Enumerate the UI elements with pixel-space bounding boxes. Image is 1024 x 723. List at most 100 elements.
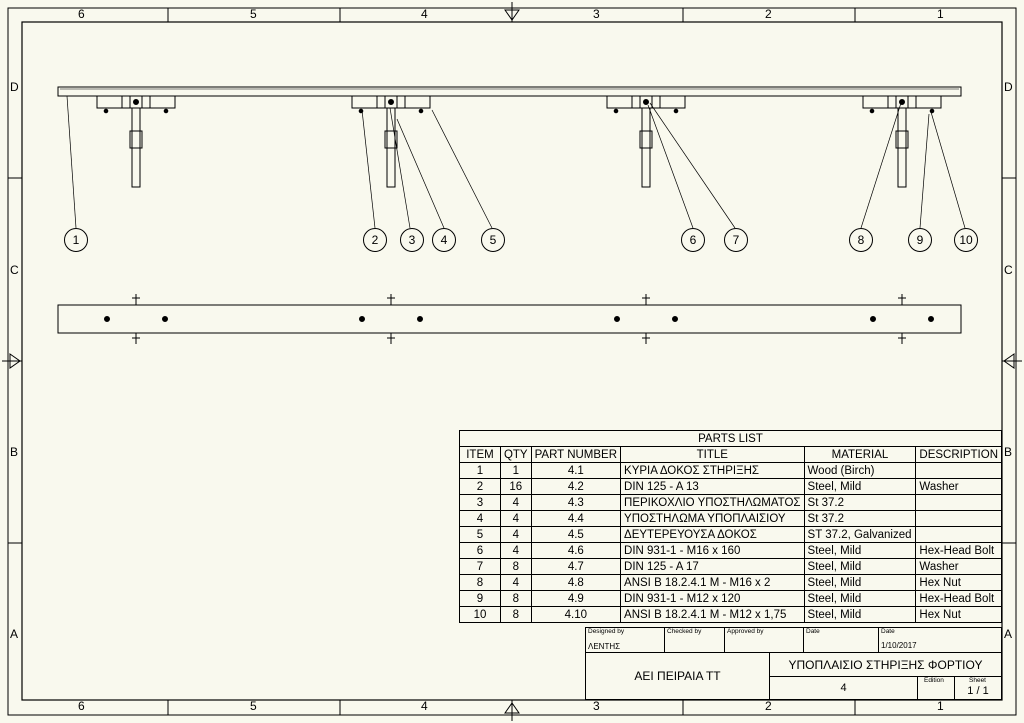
header-item: ITEM	[459, 446, 501, 463]
balloon-7: 7	[724, 228, 748, 252]
washer	[163, 108, 169, 114]
bolt-hole	[614, 316, 620, 322]
zone-col-1-bottom: 1	[937, 699, 944, 713]
cell-description: Hex Nut	[915, 606, 1002, 623]
cell-part-number: 4.9	[530, 590, 622, 607]
cell-item: 9	[459, 590, 501, 607]
leader-lines	[66, 95, 966, 229]
post-sleeve	[895, 130, 909, 149]
cell-qty: 16	[499, 478, 532, 495]
top-support-4	[870, 294, 934, 344]
tb-edition: Edition	[917, 676, 955, 700]
cell-material: St 37.2	[803, 494, 917, 511]
cell-part-number: 4.6	[530, 542, 622, 559]
washer	[929, 108, 935, 114]
zone-col-3-top: 3	[593, 7, 600, 21]
cell-qty: 1	[499, 462, 532, 479]
washer	[418, 108, 424, 114]
support-1	[96, 95, 176, 188]
cell-material: Steel, Mild	[803, 574, 917, 591]
cell-material: Steel, Mild	[803, 558, 917, 575]
tb-approved-by: Approved by	[724, 627, 804, 653]
cell-description	[915, 462, 1002, 479]
bolt-hole	[104, 316, 110, 322]
top-support-1	[104, 294, 168, 344]
front-view	[57, 86, 962, 97]
edition-label: Edition	[924, 677, 944, 684]
cell-material: St 37.2	[803, 510, 917, 527]
zone-ticks	[8, 8, 1016, 715]
washer	[869, 108, 875, 114]
cell-item: 8	[459, 574, 501, 591]
bolt-hole	[870, 316, 876, 322]
parts-list-title: PARTS LIST	[459, 430, 1002, 447]
tb-designed-by: Designed by ΛΕΝΤΗΣ ΘΕΟΦΙΛΟΣ	[585, 627, 665, 660]
cell-qty: 8	[499, 558, 532, 575]
cell-item: 4	[459, 510, 501, 527]
header-description: DESCRIPTION	[915, 446, 1002, 463]
cell-item: 7	[459, 558, 501, 575]
balloon-10: 10	[954, 228, 978, 252]
cell-material: Steel, Mild	[803, 478, 917, 495]
cell-item: 3	[459, 494, 501, 511]
cell-material: Steel, Mild	[803, 542, 917, 559]
date2-label: Date	[881, 628, 895, 635]
support-2	[351, 95, 431, 188]
top-view	[57, 304, 962, 334]
approved-by-label: Approved by	[727, 628, 764, 635]
balloon-2: 2	[363, 228, 387, 252]
balloon-8: 8	[849, 228, 873, 252]
cell-part-number: 4.8	[530, 574, 622, 591]
zone-col-5-top: 5	[250, 7, 257, 21]
main-beam	[57, 86, 962, 97]
company-name: ΑΕΙ ΠΕΙΡΑΙΑ ΤΤ	[634, 669, 721, 683]
washer	[613, 108, 619, 114]
tb-checked-by: Checked by	[664, 627, 725, 653]
zone-col-5-bottom: 5	[250, 699, 257, 713]
cell-title: DIN 125 - A 13	[620, 478, 805, 495]
cell-description	[915, 510, 1002, 527]
sheet-label: Sheet	[969, 677, 986, 684]
tb-drawing-title: ΥΠΟΠΛΑΙΣΙΟ ΣΤΗΡΙΞΗΣ ΦΟΡΤΙΟΥ	[769, 652, 1002, 677]
balloon-6: 6	[681, 228, 705, 252]
cell-title: ANSI B 18.2.4.1 M - M16 x 2	[620, 574, 805, 591]
cell-title: ANSI B 18.2.4.1 M - M12 x 1,75	[620, 606, 805, 623]
support-posts	[96, 95, 942, 188]
parts-list-table: PARTS LIST ITEM QTY PART NUMBER TITLE MA…	[459, 430, 1002, 623]
cell-title: ΚΥΡΙΑ ΔΟΚΟΣ ΣΤΗΡΙΞΗΣ	[620, 462, 805, 479]
cell-material: ST 37.2, Galvanized	[803, 526, 917, 543]
cell-material: Steel, Mild	[803, 590, 917, 607]
zone-col-3-bottom: 3	[593, 699, 600, 713]
zone-row-b-right: B	[1004, 445, 1013, 459]
cell-qty: 8	[499, 606, 532, 623]
cell-part-number: 4.5	[530, 526, 622, 543]
cell-qty: 4	[499, 574, 532, 591]
drawing-title: ΥΠΟΠΛΑΙΣΙΟ ΣΤΗΡΙΞΗΣ ΦΟΡΤΙΟΥ	[788, 658, 983, 672]
bolt-hole	[162, 316, 168, 322]
bolt-hole	[417, 316, 423, 322]
tb-date2: Date 1/10/2017	[878, 627, 1002, 653]
bolt-head	[388, 99, 394, 105]
zone-col-1-top: 1	[937, 7, 944, 21]
date-label: Date	[806, 628, 820, 635]
tb-company: ΑΕΙ ΠΕΙΡΑΙΑ ΤΤ	[585, 652, 770, 700]
support-3	[606, 95, 686, 188]
header-part-number: PART NUMBER	[530, 446, 622, 463]
cell-title: ΠΕΡΙΚΟΧΛΙΟ ΥΠΟΣΤΗΛΩΜΑΤΟΣ	[620, 494, 805, 511]
bolt-hole	[672, 316, 678, 322]
washer	[103, 108, 109, 114]
sheet-value: 1 / 1	[967, 685, 989, 697]
drawing-number: 4	[840, 682, 847, 694]
cell-description: Hex-Head Bolt	[915, 542, 1002, 559]
balloon-9: 9	[908, 228, 932, 252]
header-title: TITLE	[620, 446, 805, 463]
cell-item: 10	[459, 606, 501, 623]
bolt-head	[643, 99, 649, 105]
cell-description: Hex Nut	[915, 574, 1002, 591]
cell-qty: 4	[499, 510, 532, 527]
